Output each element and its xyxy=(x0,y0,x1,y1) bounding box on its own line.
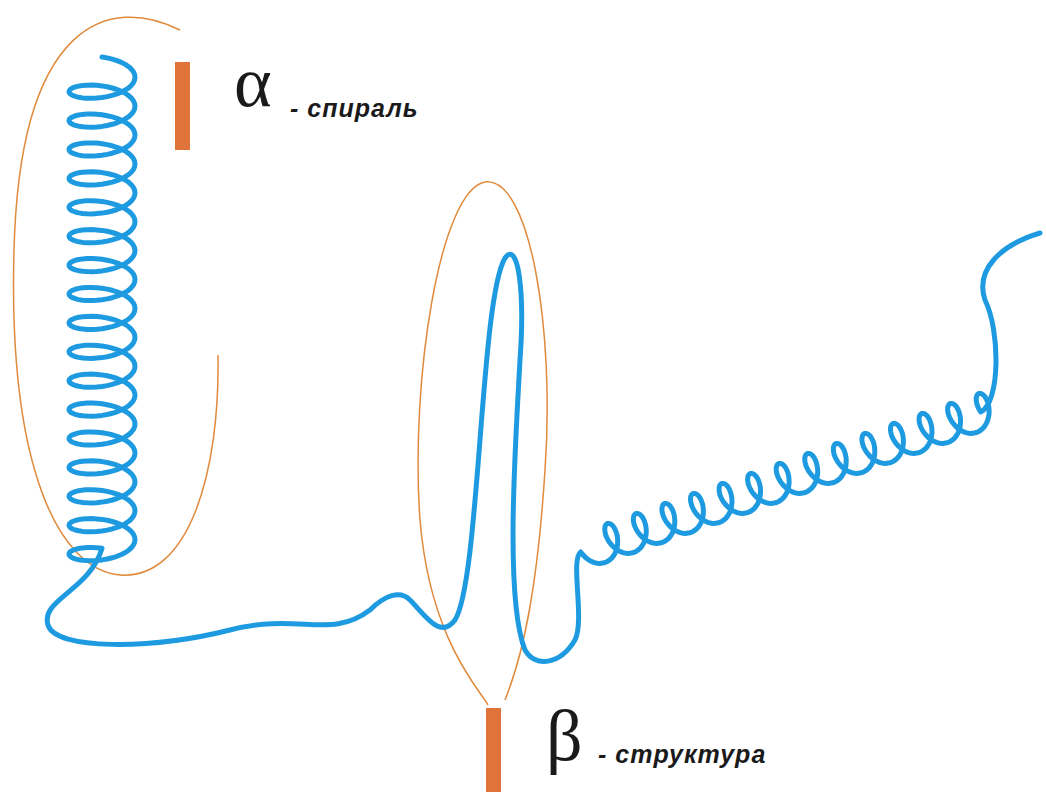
structure-name: - структура xyxy=(598,742,766,767)
greek-symbol: β xyxy=(546,700,583,772)
polypeptide-chain xyxy=(47,57,1040,661)
sheet-marker xyxy=(486,708,501,792)
greek-symbol: α xyxy=(234,46,272,118)
structure-name: - спираль xyxy=(290,96,419,121)
helix-marker xyxy=(175,62,190,150)
